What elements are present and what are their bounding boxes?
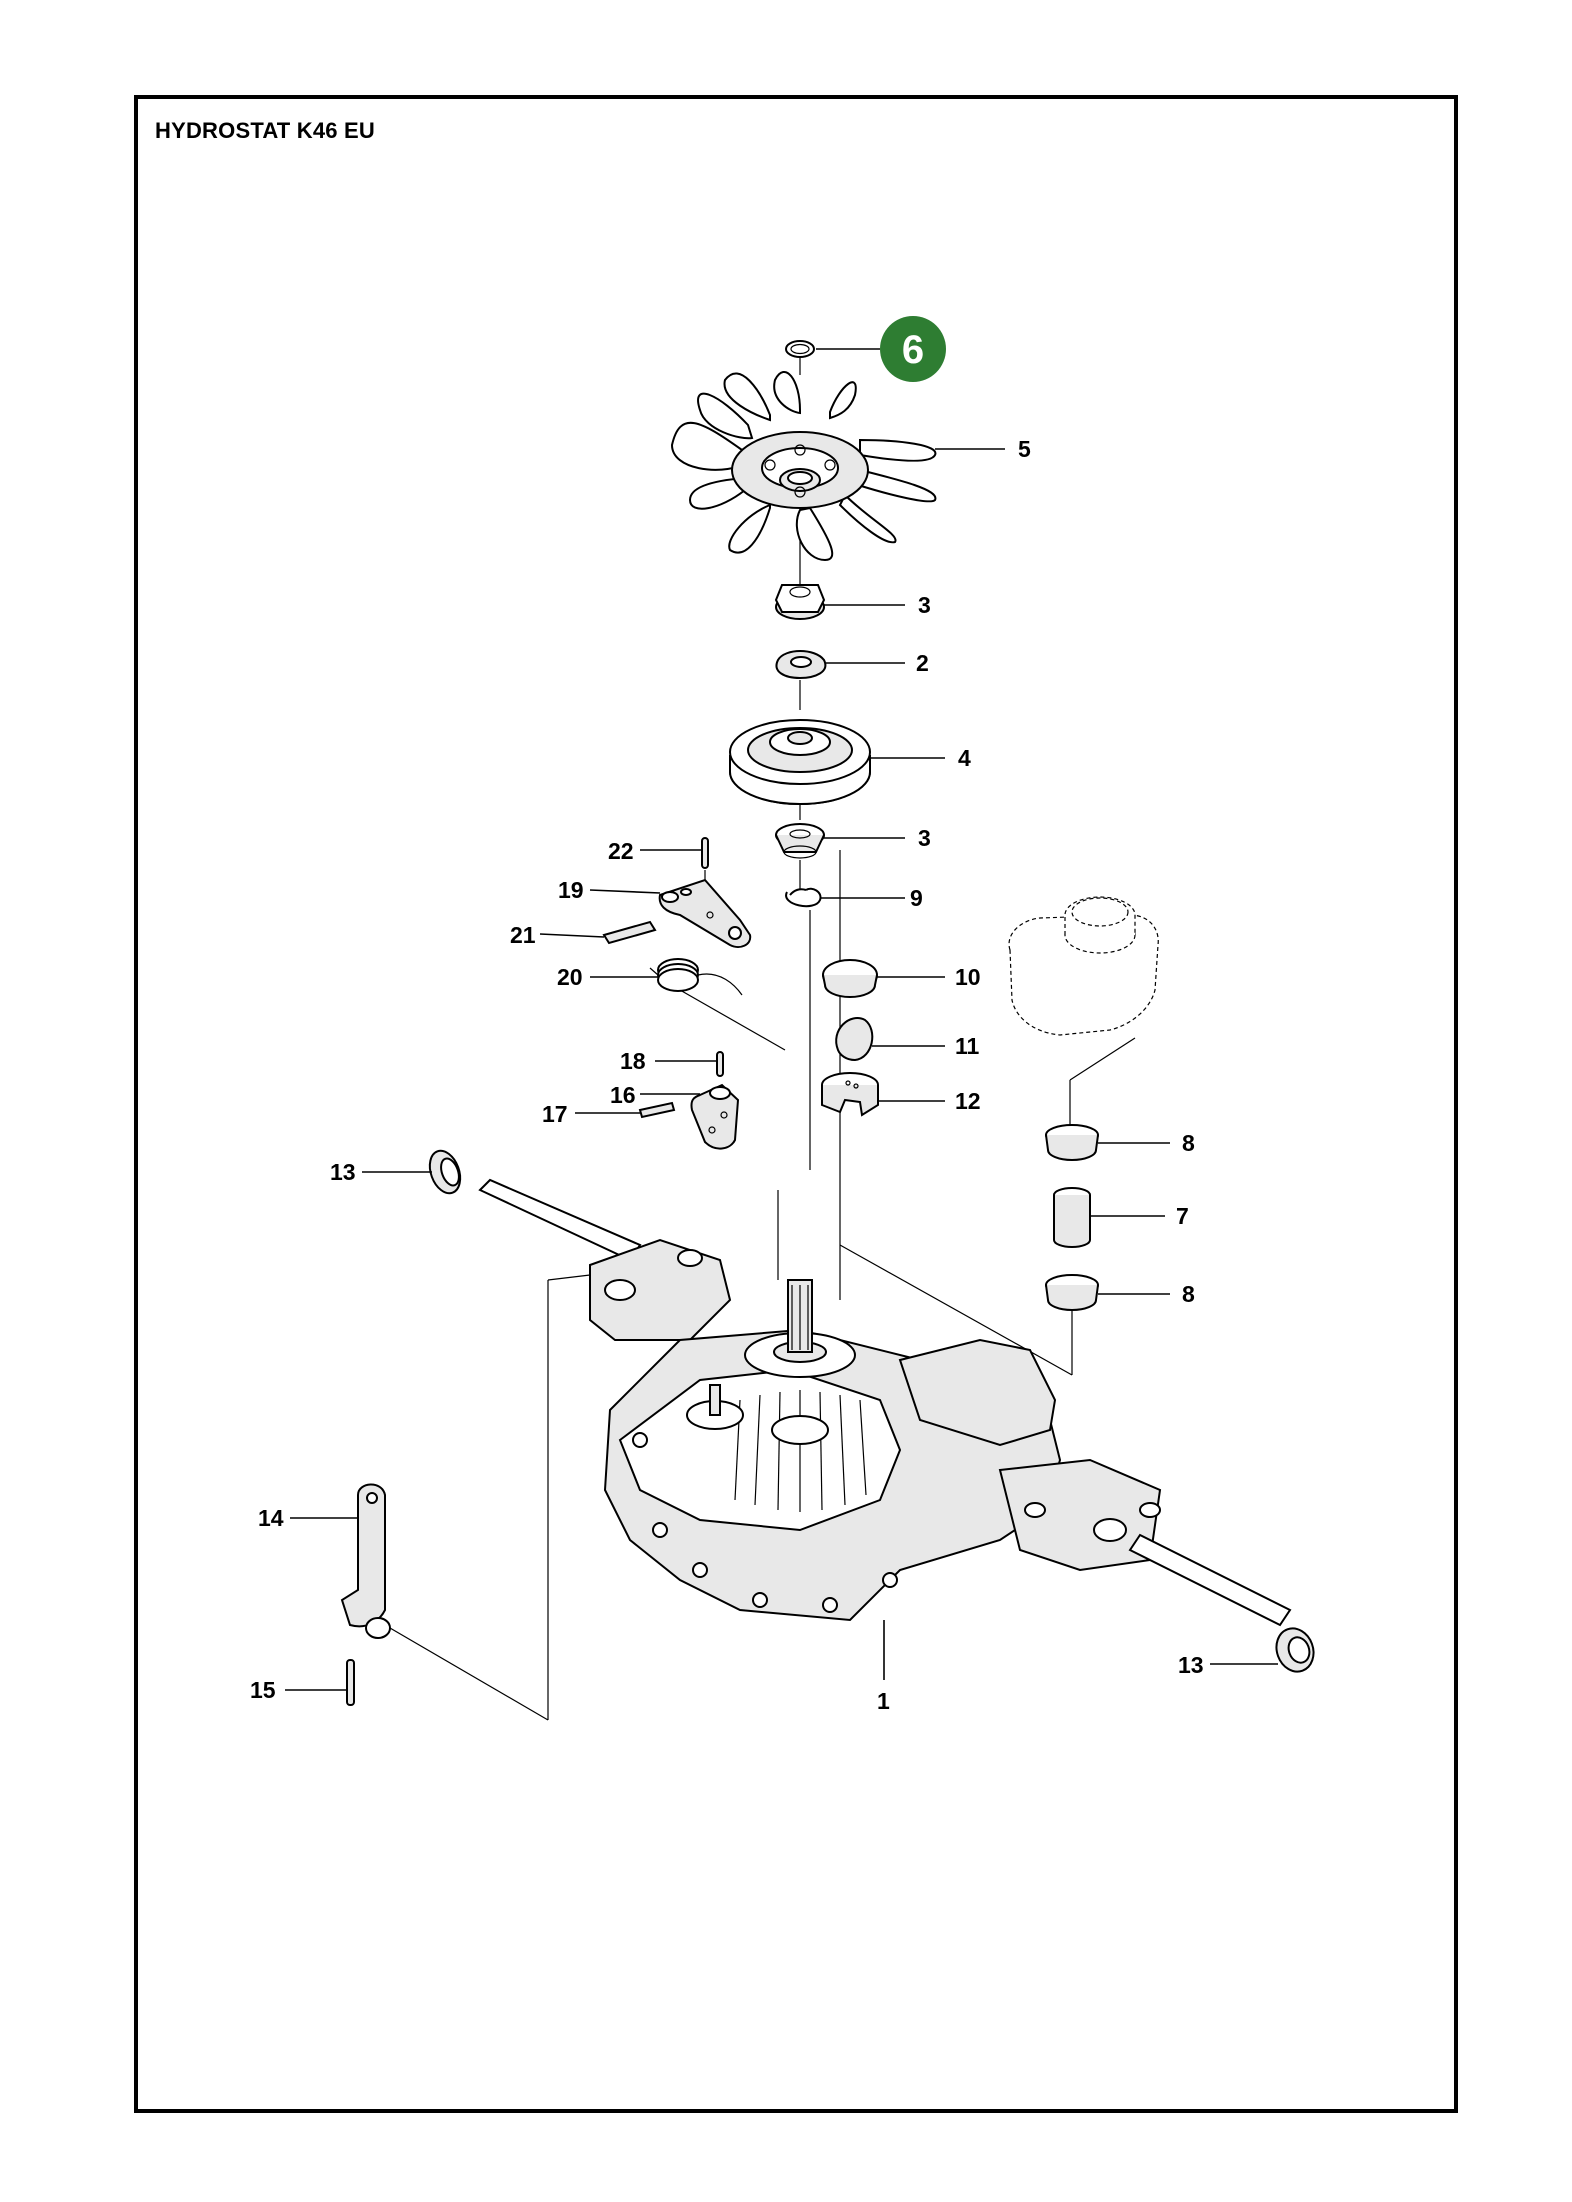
- part-3-hub-lower: [775, 823, 905, 859]
- callout-13: 13: [330, 1159, 356, 1185]
- callout-labels: 5 3 2 4 3 22 9 19 21 10 20 11 18 12 16 1…: [250, 436, 1204, 1714]
- callout-12: 12: [955, 1088, 981, 1114]
- callout-21: 21: [510, 922, 536, 948]
- part-6-oring: [785, 340, 880, 358]
- callout-8: 8: [1182, 1130, 1195, 1156]
- part-12-housing: [821, 1072, 945, 1117]
- callout-13: 13: [1178, 1652, 1204, 1678]
- part-7-sleeve: [1053, 1187, 1165, 1248]
- callout-18: 18: [620, 1048, 646, 1074]
- callout-4: 4: [958, 745, 971, 771]
- part-21-rod: [539, 920, 657, 945]
- page-title: HYDROSTAT K46 EU: [155, 118, 375, 143]
- part-3-nut-upper: [774, 584, 905, 620]
- callout-5: 5: [1018, 436, 1031, 462]
- part-14-lever: [290, 1274, 591, 1721]
- part-17-pin: [575, 1101, 676, 1119]
- part-5-fan: [670, 371, 1005, 562]
- part-16-bracket: [640, 1083, 740, 1150]
- callout-2: 2: [916, 650, 929, 676]
- callout-19: 19: [558, 877, 584, 903]
- part-18-pin: [655, 1051, 724, 1077]
- callout-15: 15: [250, 1677, 276, 1703]
- callout-17: 17: [542, 1101, 568, 1127]
- callout-1: 1: [877, 1688, 890, 1714]
- diagram-frame: [134, 95, 1458, 2113]
- callout-8: 8: [1182, 1281, 1195, 1307]
- part-13-seal-right: [1210, 1627, 1315, 1673]
- part-10-cap: [822, 959, 945, 998]
- callout-10: 10: [955, 964, 981, 990]
- callout-20: 20: [557, 964, 583, 990]
- callout-11: 11: [955, 1033, 980, 1059]
- part-9-circlip: [785, 887, 905, 908]
- part-4-pulley: [729, 719, 945, 805]
- callout-16: 16: [610, 1082, 636, 1108]
- part-11-disc: [835, 1017, 945, 1062]
- callout-9: 9: [910, 885, 923, 911]
- part-13-seal-left: [362, 1149, 462, 1195]
- callout-22: 22: [608, 838, 634, 864]
- highlight-badge: 6: [880, 316, 946, 382]
- part-8-collar-upper: [1045, 1124, 1170, 1161]
- callout-14: 14: [258, 1505, 284, 1531]
- part-15-pin: [285, 1659, 355, 1706]
- part-20-spring: [590, 958, 743, 996]
- part-1-housing: [478, 1178, 1292, 1680]
- reservoir-tank: [1008, 896, 1159, 1130]
- callout-3: 3: [918, 592, 931, 618]
- part-19-control-arm: [589, 878, 752, 948]
- callout-3: 3: [918, 825, 931, 851]
- callout-7: 7: [1176, 1203, 1189, 1229]
- part-2-washer: [775, 650, 905, 680]
- highlight-label: 6: [902, 328, 924, 372]
- part-8-collar-lower: [839, 1244, 1170, 1376]
